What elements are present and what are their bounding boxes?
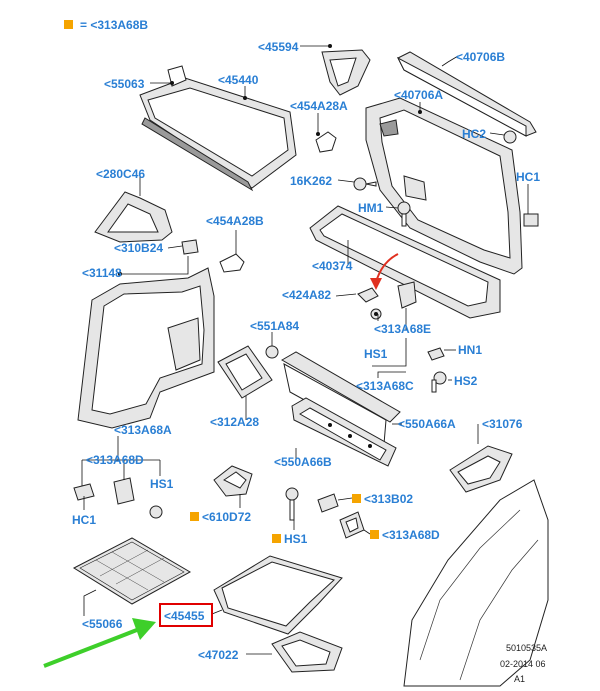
label-424A82[interactable]: <424A82 — [282, 288, 331, 302]
part-55063 — [139, 65, 297, 192]
part-454A28A — [315, 131, 337, 153]
footer-rev: A1 — [514, 674, 525, 684]
label-31076[interactable]: <31076 — [482, 417, 523, 431]
red-arrow-head — [370, 278, 382, 290]
part-310B24 — [181, 239, 199, 255]
highlight-box-45455 — [159, 603, 213, 627]
label-HM1[interactable]: HM1 — [358, 201, 384, 215]
part-47022 — [271, 631, 343, 673]
leader-lines — [81, 44, 529, 655]
label-HN1[interactable]: HN1 — [458, 343, 482, 357]
label-47022[interactable]: <47022 — [198, 648, 239, 662]
label-HC1-top[interactable]: HC1 — [516, 170, 540, 184]
part-16K262 — [353, 177, 377, 191]
legend-marker — [64, 20, 73, 29]
part-HS1-center — [285, 487, 299, 521]
green-arrow — [43, 626, 143, 668]
label-551A84[interactable]: <551A84 — [250, 319, 299, 333]
footer-date: 02-2014 06 — [500, 659, 546, 669]
part-40706A — [365, 97, 523, 275]
part-313A68D-right — [339, 511, 365, 539]
footer-code: 5010535A — [506, 643, 547, 653]
part-HC2 — [503, 130, 517, 144]
label-55063[interactable]: <55063 — [104, 77, 145, 91]
label-HS1-mid[interactable]: HS1 — [364, 347, 388, 361]
label-40706A[interactable]: <40706A — [394, 88, 443, 102]
part-550A66B — [291, 397, 397, 467]
part-454A28B — [219, 253, 245, 273]
part-610D72 — [213, 465, 253, 497]
label-55066[interactable]: <55066 — [82, 617, 123, 631]
label-HS2[interactable]: HS2 — [454, 374, 478, 388]
part-55066 — [72, 537, 192, 605]
part-40374 — [309, 205, 501, 319]
part-312A28 — [217, 345, 273, 399]
part-313A68E — [370, 281, 417, 320]
marker-610D72 — [190, 512, 199, 521]
label-40374[interactable]: <40374 — [312, 259, 353, 273]
label-313A68D-right[interactable]: <313A68D — [382, 528, 440, 542]
label-HS1-bottom[interactable]: HS1 — [284, 532, 308, 546]
green-arrow-head — [132, 618, 156, 640]
label-HC2[interactable]: HC2 — [462, 127, 486, 141]
label-610D72[interactable]: <610D72 — [202, 510, 251, 524]
label-313B02[interactable]: <313B02 — [364, 492, 413, 506]
label-280C46[interactable]: <280C46 — [96, 167, 145, 181]
part-31076 — [449, 445, 513, 493]
label-313A68D-left[interactable]: <313A68D — [86, 453, 144, 467]
label-313A68C[interactable]: <313A68C — [356, 379, 414, 393]
part-HC1-top — [523, 213, 539, 227]
part-40706B — [396, 51, 537, 137]
label-40706B[interactable]: <40706B — [456, 50, 505, 64]
part-280C46 — [94, 191, 173, 243]
label-45455[interactable]: <45455 — [164, 609, 205, 623]
label-550A66B[interactable]: <550A66B — [274, 455, 332, 469]
part-550A66A — [280, 351, 401, 445]
label-313A68E[interactable]: <313A68E — [374, 322, 431, 336]
part-HN1 — [427, 347, 445, 361]
marker-313A68D — [370, 530, 379, 539]
part-45455 — [213, 555, 343, 635]
label-550A66A[interactable]: <550A66A — [398, 417, 456, 431]
part-31148 — [77, 267, 215, 429]
part-body-panel — [403, 479, 549, 687]
label-313A68A[interactable]: <313A68A — [114, 423, 172, 437]
label-16K262[interactable]: 16K262 — [290, 174, 332, 188]
label-45440[interactable]: <45440 — [218, 73, 259, 87]
label-454A28A[interactable]: <454A28A — [290, 99, 348, 113]
label-45594[interactable]: <45594 — [258, 40, 299, 54]
part-551A84 — [265, 345, 279, 359]
label-454A28B[interactable]: <454A28B — [206, 214, 264, 228]
part-424A82 — [357, 287, 379, 303]
marker-313B02 — [352, 494, 361, 503]
part-HM1 — [397, 201, 411, 227]
marker-HS1 — [272, 534, 281, 543]
part-45594 — [321, 49, 371, 96]
part-313A68A-group — [73, 477, 163, 519]
label-HC1-left[interactable]: HC1 — [72, 513, 96, 527]
label-310B24[interactable]: <310B24 — [114, 241, 163, 255]
legend-text: = <313A68B — [80, 18, 148, 32]
label-312A28[interactable]: <312A28 — [210, 415, 259, 429]
part-HS2 — [431, 371, 447, 393]
label-31148[interactable]: <31148 — [82, 266, 122, 280]
label-HS1-left[interactable]: HS1 — [150, 477, 174, 491]
part-313B02 — [317, 493, 339, 513]
